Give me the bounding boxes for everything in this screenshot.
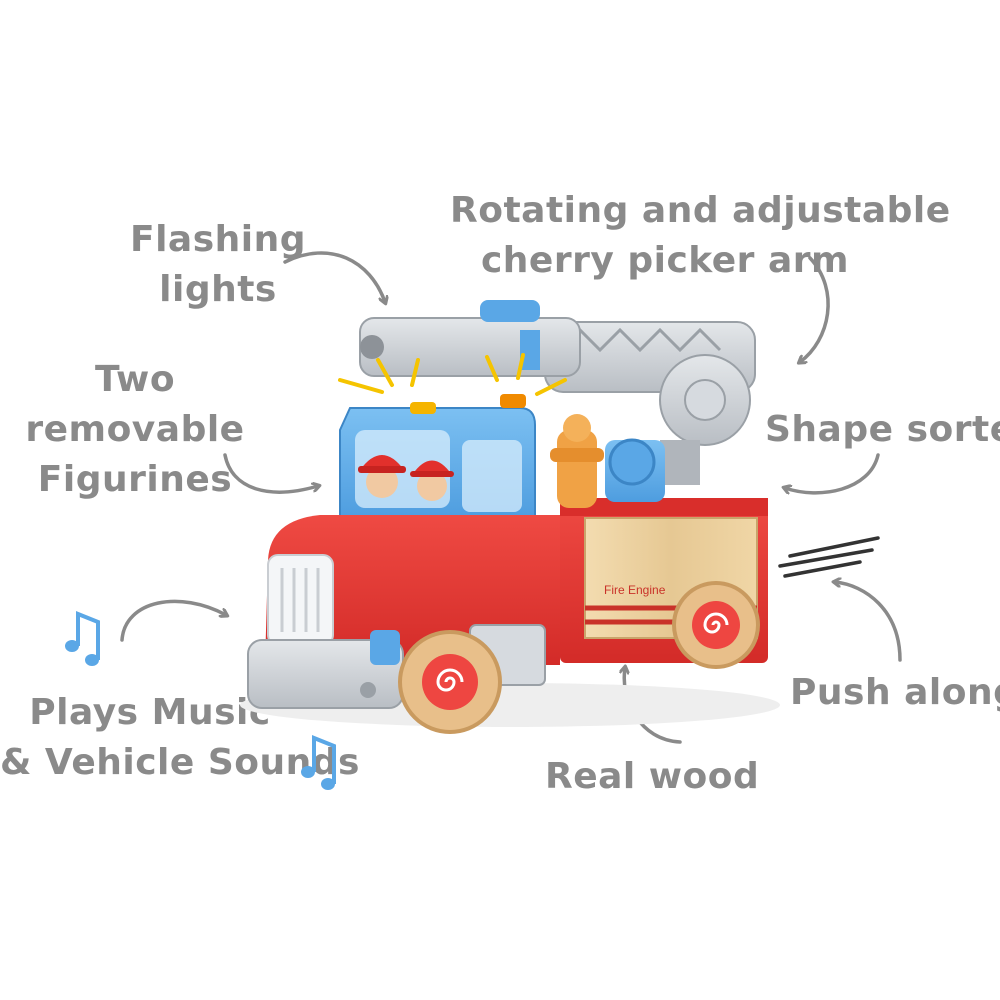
truck-cab (338, 353, 567, 521)
label-cherry-picker: Rotating and adjustable cherry picker ar… (450, 186, 951, 286)
figurine-one (358, 455, 406, 498)
toy-fire-truck: Fire Engine (240, 300, 780, 734)
label-shape-sorter: Shape sorter (765, 405, 1000, 455)
label-real-wood: Real wood (545, 752, 760, 802)
arrow-cherry-picker (800, 256, 830, 362)
label-plays-music: Plays Music & Vehicle Sounds (0, 688, 360, 788)
music-note-icon-second (301, 735, 336, 790)
front-wheel (398, 630, 502, 734)
arrow-plays-music (120, 599, 226, 642)
siren-light-right (500, 394, 526, 408)
label-flashing-lights: Flashing lights (118, 215, 318, 315)
label-figurines-line3: Figurines (37, 459, 233, 500)
label-plays-music-line1: Plays Music (29, 692, 271, 733)
music-note-icon (65, 611, 100, 666)
truck-hood (247, 515, 560, 709)
truck-side-text: Fire Engine (604, 583, 666, 597)
label-cherry-picker-line1: Rotating and adjustable (450, 190, 951, 231)
label-flashing-lights-line1: Flashing (129, 219, 307, 260)
cherry-picker-arm (359, 300, 756, 485)
motion-lines-icon (778, 536, 880, 578)
arrow-figurines (223, 453, 318, 494)
label-flashing-lights-line2: lights (159, 269, 277, 310)
figurine-two (410, 460, 454, 501)
label-real-wood-line1: Real wood (545, 756, 760, 797)
rear-wheel (672, 581, 760, 669)
label-figurines: Two removable Figurines (25, 355, 245, 505)
arrow-push-along (835, 582, 902, 662)
label-figurines-line2: removable (25, 409, 245, 450)
hydrant-shape-sorter (550, 414, 604, 508)
label-push-along-line1: Push along (790, 672, 1000, 713)
winch-shape-sorter (605, 438, 665, 502)
pointer-arrows (120, 251, 902, 744)
label-shape-sorter-line1: Shape sorter (765, 409, 1000, 450)
siren-light-left (410, 402, 436, 414)
arrow-flashing-lights (283, 251, 385, 302)
wooden-flatbed: Fire Engine (560, 498, 768, 663)
label-plays-music-line2: & Vehicle Sounds (0, 742, 360, 783)
light-rays (338, 353, 567, 396)
label-figurines-line1: Two (94, 359, 176, 400)
label-push-along: Push along (790, 668, 1000, 718)
arrow-shape-sorter (785, 453, 880, 493)
label-cherry-picker-line2: cherry picker arm (480, 240, 850, 281)
